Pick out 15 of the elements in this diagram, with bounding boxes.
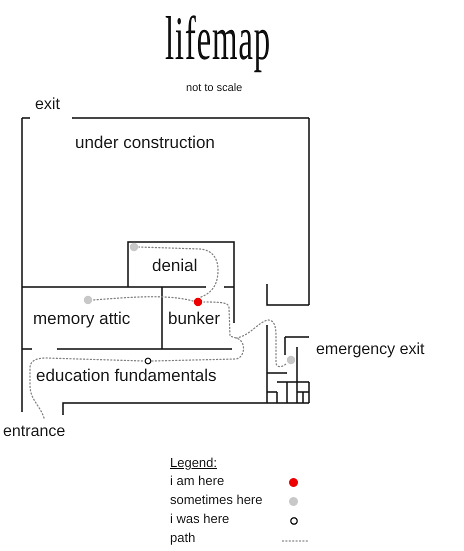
legend-label: i am here (170, 474, 224, 489)
title: lifemap (165, 8, 271, 70)
legend-label: sometimes here (170, 493, 262, 508)
room-label: bunker (168, 309, 220, 329)
room-label: denial (152, 256, 198, 276)
exit-label: emergency exit (316, 341, 424, 360)
scale-note: not to scale (186, 82, 242, 95)
entrance-label: entrance (3, 423, 66, 442)
room-label: under construction (75, 133, 215, 153)
legend-label: path (170, 531, 196, 546)
exit-label: exit (35, 96, 60, 114)
legend-heading: Legend: (170, 456, 217, 471)
legend-label: i was here (170, 512, 230, 527)
room-label: memory attic (33, 309, 130, 329)
room-label: education fundamentals (36, 366, 217, 386)
